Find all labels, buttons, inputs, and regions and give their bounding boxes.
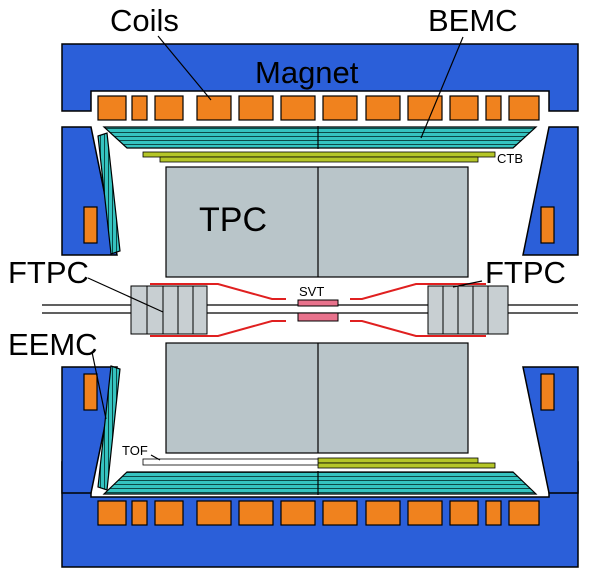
ctb-top-outer [142,151,496,158]
label-ftpc-left: FTPC [8,255,89,290]
tpc-bottom [165,342,469,454]
pole-ring-top-right [540,206,555,244]
ftpc-left [130,285,208,335]
label-tpc: TPC [199,201,267,239]
pole-tip-top-right [522,126,579,256]
bemc-bottom [102,471,538,495]
pole-ring-bottom-right [540,373,555,411]
pole-ring-top-left [83,206,98,244]
bemc-top [102,126,538,149]
coils-top [97,95,540,121]
svt-upper [297,299,339,307]
ctb-bottom-inner [317,457,479,464]
pole-tip-bottom-right [522,366,579,494]
magnet-yoke-top [61,43,579,112]
label-tof: TOF [122,443,148,458]
label-coils: Coils [110,3,179,38]
label-svt: SVT [299,284,324,299]
pole-tip-top-left [61,126,118,256]
eemc-bottom [97,365,121,491]
eemc-top [97,132,121,255]
label-ftpc-right: FTPC [485,255,566,290]
label-ctb: CTB [497,151,523,166]
tof-tray [142,458,319,466]
label-magnet: Magnet [255,55,359,90]
ctb-bottom-outer [317,462,496,469]
ctb-top-inner [159,156,479,163]
tpc-top [165,166,469,278]
pole-ring-bottom-left [83,373,98,411]
label-bemc: BEMC [428,3,518,38]
leader-lines [87,35,483,461]
pole-tip-bottom-left [61,366,118,494]
svt-support-cones [150,283,486,337]
label-eemc: EEMC [8,327,98,362]
coils-bottom [97,500,540,526]
svt-lower [297,312,339,322]
ftpc-right [427,285,509,335]
